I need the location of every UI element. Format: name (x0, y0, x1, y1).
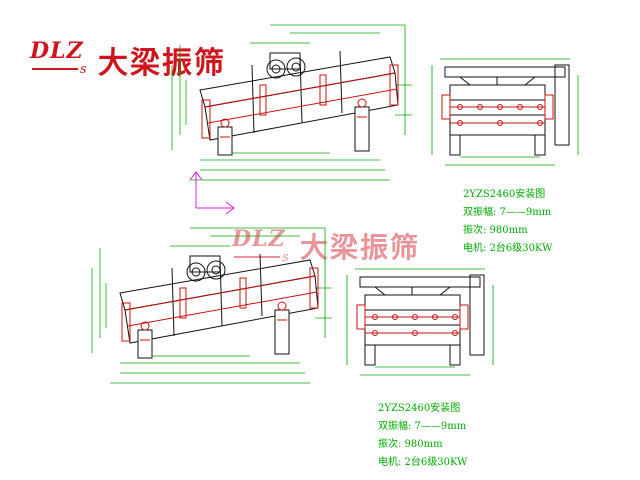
end-view-top (431, 58, 579, 166)
logo-mark-sub: s (80, 62, 87, 77)
spec-block-top: 2YZS2460安装图 双振幅: 7——9mm 振次: 980mm 电机: 2台… (463, 186, 552, 258)
logo-mark-text: DLZ (30, 38, 84, 64)
spec-amplitude: 双振幅: 7——9mm (378, 421, 467, 432)
spec-title: 2YZS2460安装图 (378, 403, 461, 414)
brand-logo-top: DLZ s 大梁振筛 (30, 38, 226, 82)
spec-amplitude: 双振幅: 7——9mm (463, 207, 552, 218)
ucs-axis-icon (189, 171, 235, 215)
spec-block-bottom: 2YZS2460安装图 双振幅: 7——9mm 振次: 980mm 电机: 2台… (378, 400, 467, 472)
end-view-bottom (346, 268, 494, 376)
spec-motor: 电机: 2台6级30KW (378, 457, 468, 468)
spec-title: 2YZS2460安装图 (463, 189, 546, 200)
logo-mark-text: DLZ (232, 226, 286, 252)
logo-mark-sub: s (282, 250, 289, 265)
spec-motor: 电机: 2台6级30KW (463, 243, 553, 254)
spec-frequency: 振次: 980mm (463, 225, 528, 236)
logo-name: 大梁振筛 (300, 231, 421, 264)
brand-logo-middle: DLZ s 大梁振筛 (232, 226, 420, 266)
logo-name: 大梁振筛 (98, 46, 226, 81)
dlz-mark: DLZ s (232, 226, 294, 266)
spec-frequency: 振次: 980mm (378, 439, 443, 450)
logo-underline (32, 68, 78, 70)
logo-underline (234, 256, 280, 258)
dlz-mark: DLZ s (30, 38, 92, 78)
side-view-top (171, 24, 413, 181)
side-view-bottom (91, 227, 333, 384)
